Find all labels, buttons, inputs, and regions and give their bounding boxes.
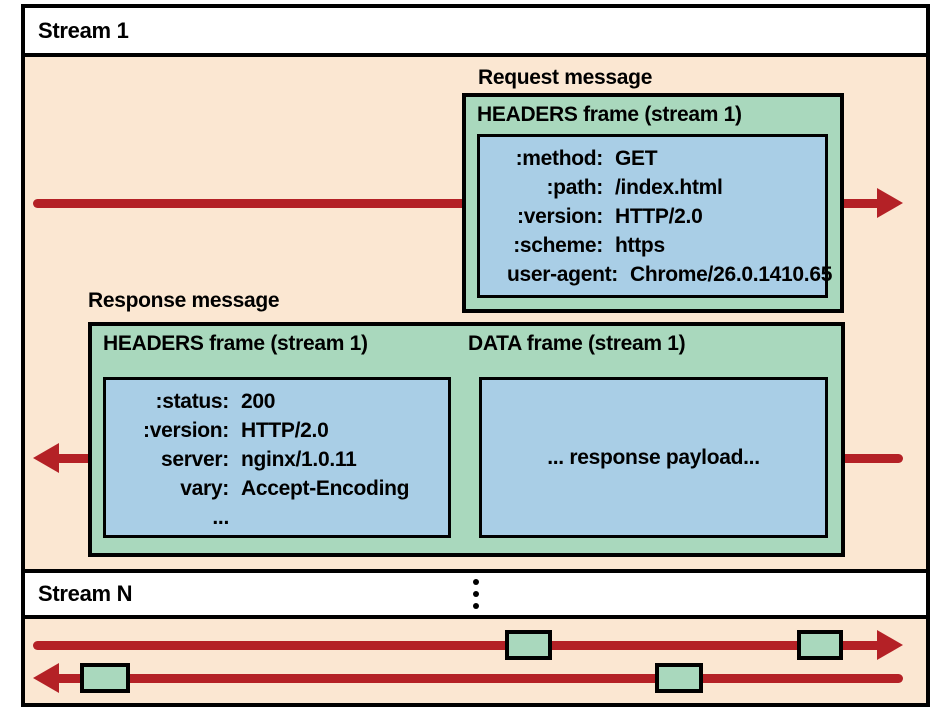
ellipsis-dot (472, 603, 479, 609)
vertical-ellipsis-icon (472, 579, 479, 609)
header-value: 200 (241, 390, 276, 413)
header-key: :version: (517, 205, 603, 228)
response-arrowhead-icon (33, 443, 59, 473)
ellipsis-dot (472, 579, 479, 585)
header-row: :version: HTTP/2.0 (480, 202, 825, 231)
response-data-payload-box: ... response payload... (479, 377, 828, 538)
ellipsis-dot (472, 591, 479, 597)
stream1-label: Stream 1 (38, 17, 129, 43)
streamN-title-bar: Stream N (25, 573, 926, 619)
header-row: user-agent: Chrome/26.0.1410.65 (480, 260, 832, 289)
header-key: :scheme: (513, 234, 603, 257)
streamN-request-arrowhead-icon (877, 630, 903, 660)
header-row: :path: /index.html (480, 173, 825, 202)
frame-chip (505, 630, 552, 660)
response-header-list: :status: 200 :version: HTTP/2.0 server: … (106, 380, 448, 532)
streamN-response-arrow-line (55, 674, 903, 683)
header-row: :scheme: https (480, 231, 825, 260)
header-key: :path: (546, 176, 603, 199)
response-message-label: Response message (88, 289, 280, 312)
header-row: :status: 200 (106, 387, 448, 416)
header-value: HTTP/2.0 (241, 419, 329, 442)
header-key: :method: (515, 147, 604, 170)
connection-frame: Stream 1 Request message HEADERS frame (… (21, 4, 930, 707)
header-key: server: (161, 448, 229, 471)
header-row: :method: GET (480, 144, 825, 173)
header-row: :version: HTTP/2.0 (106, 416, 448, 445)
header-key: :version: (143, 419, 229, 442)
streamN-content (25, 619, 926, 703)
frame-chip (655, 663, 703, 693)
header-row: vary: Accept-Encoding (106, 474, 448, 503)
response-frame-titles: HEADERS frame (stream 1) DATA frame (str… (92, 326, 841, 356)
header-key: ... (212, 506, 229, 529)
header-value: Accept-Encoding (241, 477, 410, 500)
streamN-label: Stream N (38, 581, 133, 606)
request-headers-frame-box: HEADERS frame (stream 1) :method: GET :p… (462, 93, 844, 313)
streamN-request-arrow-line (33, 641, 893, 650)
header-value: /index.html (615, 176, 723, 199)
response-frames-box: HEADERS frame (stream 1) DATA frame (str… (88, 322, 845, 557)
response-headers-frame-title: HEADERS frame (stream 1) (103, 332, 368, 355)
stream1-content: Request message HEADERS frame (stream 1)… (25, 57, 926, 573)
header-value: Chrome/26.0.1410.65 (630, 263, 833, 286)
response-headers-payload-box: :status: 200 :version: HTTP/2.0 server: … (103, 377, 451, 538)
header-value: nginx/1.0.11 (241, 448, 357, 471)
header-row: ... (106, 503, 448, 532)
header-value: GET (615, 147, 658, 170)
header-key: :status: (155, 390, 230, 413)
header-row: server: nginx/1.0.11 (106, 445, 448, 474)
stream1-title-bar: Stream 1 (25, 8, 926, 57)
header-value: HTTP/2.0 (615, 205, 703, 228)
header-key: vary: (180, 477, 229, 500)
request-arrowhead-icon (877, 188, 903, 218)
response-payload-text: ... response payload... (547, 445, 760, 469)
frame-chip (80, 663, 130, 693)
header-value: https (615, 234, 665, 257)
frame-chip (797, 630, 843, 660)
request-headers-frame-title: HEADERS frame (stream 1) (477, 103, 742, 126)
request-header-list: :method: GET :path: /index.html :version… (480, 137, 832, 289)
request-message-label: Request message (478, 66, 653, 89)
streamN-response-arrowhead-icon (33, 663, 59, 693)
response-data-frame-title: DATA frame (stream 1) (468, 332, 686, 355)
header-key: user-agent: (506, 263, 618, 286)
request-headers-payload-box: :method: GET :path: /index.html :version… (477, 134, 832, 298)
